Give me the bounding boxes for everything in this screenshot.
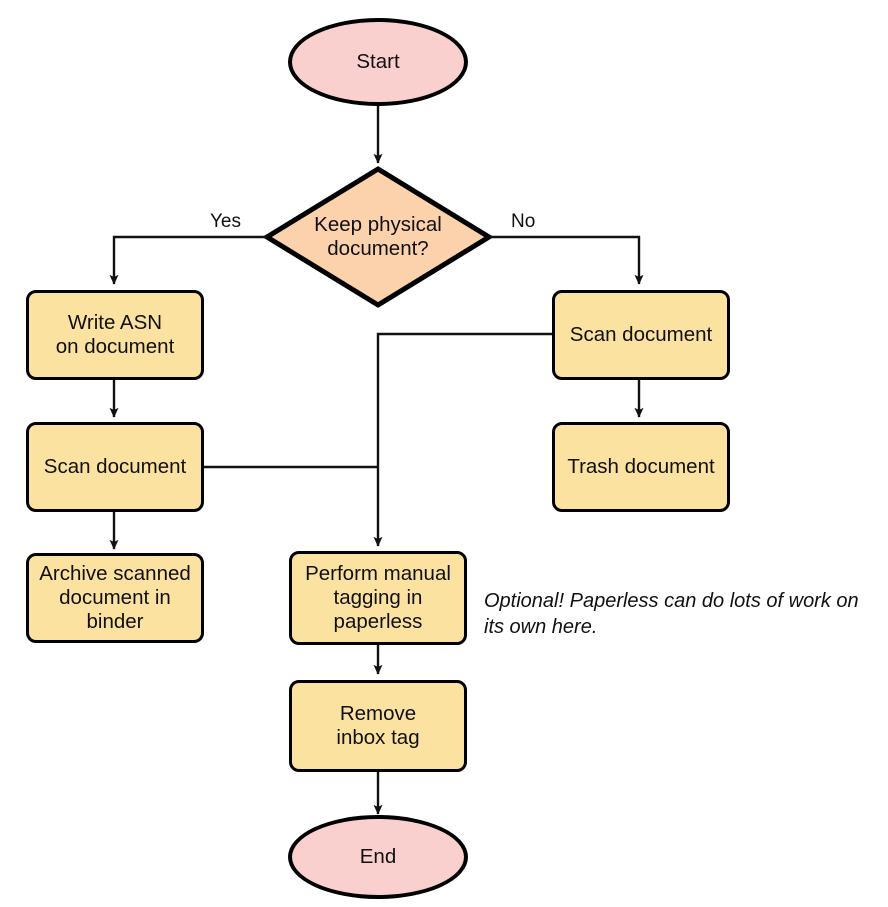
- annotation-optional-note: Optional! Paperless can do lots of work …: [484, 590, 859, 639]
- node-scan-document-right[interactable]: Scan document: [552, 290, 730, 380]
- node-archive-label: Archive scanned document in binder: [39, 561, 191, 634]
- node-remove-inbox-tag-label: Remove inbox tag: [336, 701, 420, 749]
- node-archive-scanned-document-in-binder[interactable]: Archive scanned document in binder: [26, 553, 204, 643]
- node-remove-inbox-tag[interactable]: Remove inbox tag: [289, 680, 467, 772]
- edge-label-no: No: [511, 211, 536, 232]
- node-start[interactable]: Start: [288, 18, 468, 106]
- edge-decision-yes-to-write-asn: [109, 235, 267, 285]
- node-trash-document[interactable]: Trash document: [552, 422, 730, 512]
- node-write-asn-label: Write ASN on document: [55, 310, 175, 358]
- decision-diamond-shape: [262, 166, 494, 308]
- edge-decision-no-to-scan-right: [489, 235, 644, 285]
- node-perform-manual-tagging-in-paperless[interactable]: Perform manual tagging in paperless: [289, 551, 467, 645]
- node-scan-document-left-label: Scan document: [43, 454, 187, 478]
- node-scan-document-left[interactable]: Scan document: [26, 422, 204, 512]
- node-write-asn-on-document[interactable]: Write ASN on document: [26, 290, 204, 380]
- node-end[interactable]: End: [288, 815, 468, 899]
- node-trash-document-label: Trash document: [567, 454, 715, 478]
- node-manual-tagging-label: Perform manual tagging in paperless: [305, 561, 451, 634]
- edge-scan-right-to-manual-tagging: [373, 332, 552, 547]
- node-start-label: Start: [356, 49, 400, 73]
- node-end-label: End: [359, 844, 397, 868]
- edge-label-yes: Yes: [210, 211, 241, 232]
- node-scan-document-right-label: Scan document: [569, 322, 713, 346]
